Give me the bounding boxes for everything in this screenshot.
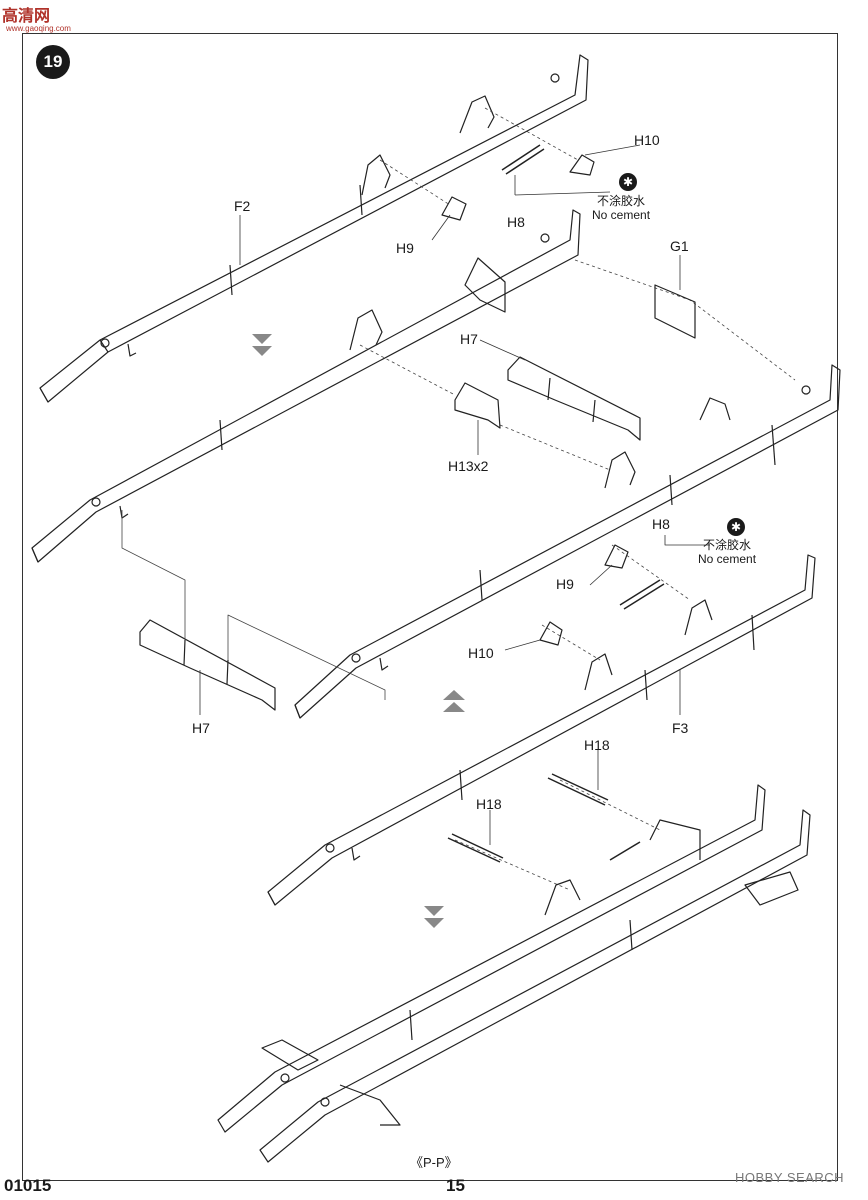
no-cement-note-mid: 不涂胶水 No cement bbox=[698, 538, 756, 566]
rail-f2 bbox=[39, 54, 589, 403]
assembled-chassis bbox=[217, 784, 811, 1163]
label-f2: F2 bbox=[234, 198, 251, 214]
rail-middle bbox=[31, 209, 581, 563]
label-h18-left: H18 bbox=[476, 796, 502, 812]
no-cement-note-top: 不涂胶水 No cement bbox=[592, 194, 650, 222]
label-f3: F3 bbox=[672, 720, 689, 736]
part-h13 bbox=[454, 382, 501, 429]
assembly-guides bbox=[359, 107, 796, 891]
label-h9-top: H9 bbox=[396, 240, 414, 256]
part-h7-bottom bbox=[139, 619, 276, 711]
no-cement-cn: 不涂胶水 bbox=[597, 194, 646, 208]
label-h13: H13x2 bbox=[448, 458, 489, 474]
no-cement-cn: 不涂胶水 bbox=[703, 538, 752, 552]
rail-f3 bbox=[267, 554, 816, 906]
label-h8-top: H8 bbox=[507, 214, 525, 230]
page-number: 15 bbox=[446, 1176, 465, 1195]
no-cement-en: No cement bbox=[592, 208, 651, 222]
no-cement-en: No cement bbox=[698, 552, 757, 566]
label-h7-bottom: H7 bbox=[192, 720, 210, 736]
label-h8-mid: H8 bbox=[652, 516, 670, 532]
label-h10-mid: H10 bbox=[468, 645, 494, 661]
part-h10-mid bbox=[539, 621, 563, 646]
label-h10-top: H10 bbox=[634, 132, 660, 148]
watermark: HOBBY SEARCH bbox=[735, 1170, 845, 1185]
model-code: 01015 bbox=[4, 1176, 52, 1195]
label-h9-mid: H9 bbox=[556, 576, 574, 592]
direction-arrows bbox=[252, 334, 465, 928]
instruction-frame bbox=[22, 33, 838, 1181]
part-h8-mid bbox=[619, 579, 665, 610]
site-logo-text: 高清网 bbox=[2, 8, 51, 25]
part-h8-top bbox=[501, 144, 545, 175]
label-h18-right: H18 bbox=[584, 737, 610, 753]
label-g1: G1 bbox=[670, 238, 689, 254]
part-g1 bbox=[654, 284, 696, 339]
part-h9-top bbox=[441, 196, 467, 221]
part-h7-top bbox=[507, 356, 641, 441]
label-h7-top: H7 bbox=[460, 331, 478, 347]
pp-mark: 《P-P》 bbox=[410, 1155, 458, 1170]
part-h10-top bbox=[569, 154, 595, 176]
part-h18-left bbox=[447, 833, 504, 863]
no-cement-icon: ✱ bbox=[619, 173, 637, 191]
site-logo-url: www.gaoqing.com bbox=[6, 24, 71, 33]
leader-lines bbox=[199, 144, 710, 845]
part-h18-right bbox=[547, 773, 609, 806]
rail-f3-lower bbox=[294, 364, 841, 719]
no-cement-icon: ✱ bbox=[727, 518, 745, 536]
step-number-badge: 19 bbox=[36, 45, 70, 79]
part-h9-mid bbox=[604, 544, 629, 569]
